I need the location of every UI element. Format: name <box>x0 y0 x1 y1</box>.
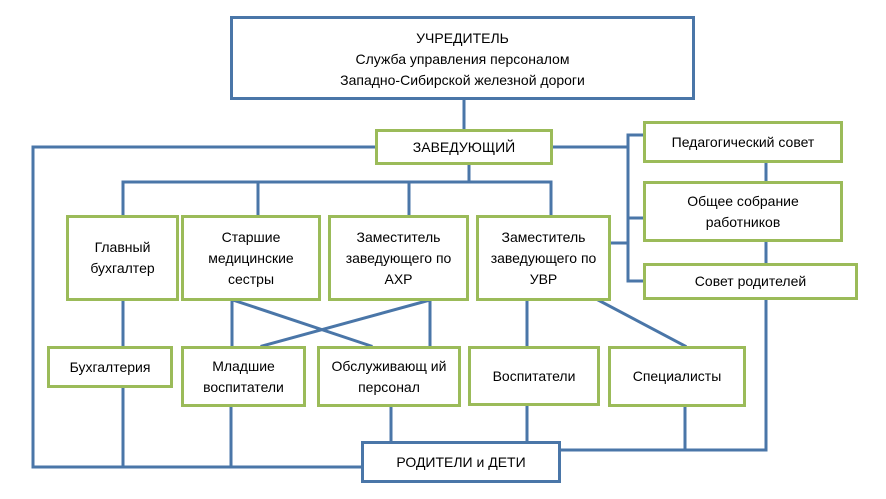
parents-council-box: Совет родителей <box>643 263 858 300</box>
deputy-uvr-label: Заместитель заведующего по УВР <box>490 228 597 287</box>
parents-children-box: РОДИТЕЛИ и ДЕТИ <box>361 441 561 483</box>
deputy-ahr-label: Заместитель заведующего по АХР <box>345 228 452 287</box>
founder-title: УЧРЕДИТЕЛЬ <box>416 29 509 46</box>
service-staff-box: Обслуживающ ий персонал <box>317 346 461 407</box>
founder-line-3: Западно-Сибирской железной дороги <box>340 71 585 88</box>
parents-council-label: Совет родителей <box>694 273 807 289</box>
connector-council-parents <box>558 297 768 452</box>
pedagogical-council-box: Педагогический совет <box>643 121 843 163</box>
general-meeting-label: Общее собрание работников <box>687 192 799 230</box>
service-staff-label: Обслуживающ ий персонал <box>331 357 447 395</box>
connector-head-branch <box>121 162 553 217</box>
connector-bottom-drops <box>121 386 687 469</box>
junior-teachers-label: Младшие воспитатели <box>203 357 284 395</box>
chief-accountant-box: Главный бухгалтер <box>66 215 179 301</box>
head-label: ЗАВЕДУЮЩИЙ <box>412 138 516 155</box>
founder-box: УЧРЕДИТЕЛЬ Служба управления персоналом … <box>230 16 695 100</box>
deputy-ahr-box: Заместитель заведующего по АХР <box>328 215 469 301</box>
connector-outer-left-loop <box>31 145 377 469</box>
senior-nurses-label: Старшие медицинские сестры <box>208 228 294 287</box>
accounting-label: Бухгалтерия <box>69 358 151 375</box>
teachers-label: Воспитатели <box>492 367 576 384</box>
deputy-uvr-box: Заместитель заведующего по УВР <box>476 215 611 301</box>
junior-teachers-box: Младшие воспитатели <box>181 346 306 407</box>
parents-children-label: РОДИТЕЛИ и ДЕТИ <box>396 453 526 470</box>
senior-nurses-box: Старшие медицинские сестры <box>181 215 321 301</box>
founder-line-2: Служба управления персоналом <box>355 50 570 67</box>
teachers-box: Воспитатели <box>468 346 600 406</box>
connector-cross-lines <box>230 298 432 348</box>
specialists-box: Специалисты <box>608 346 746 407</box>
chief-accountant-label: Главный бухгалтер <box>90 239 155 276</box>
specialists-label: Специалисты <box>632 368 722 384</box>
general-meeting-box: Общее собрание работников <box>643 181 843 242</box>
accounting-box: Бухгалтерия <box>47 346 173 388</box>
head-box: ЗАВЕДУЮЩИЙ <box>375 129 553 165</box>
connector-head-councils <box>550 133 646 283</box>
connector-uvr-subordinates <box>525 297 688 349</box>
pedagogical-council-label: Педагогический совет <box>671 133 815 150</box>
